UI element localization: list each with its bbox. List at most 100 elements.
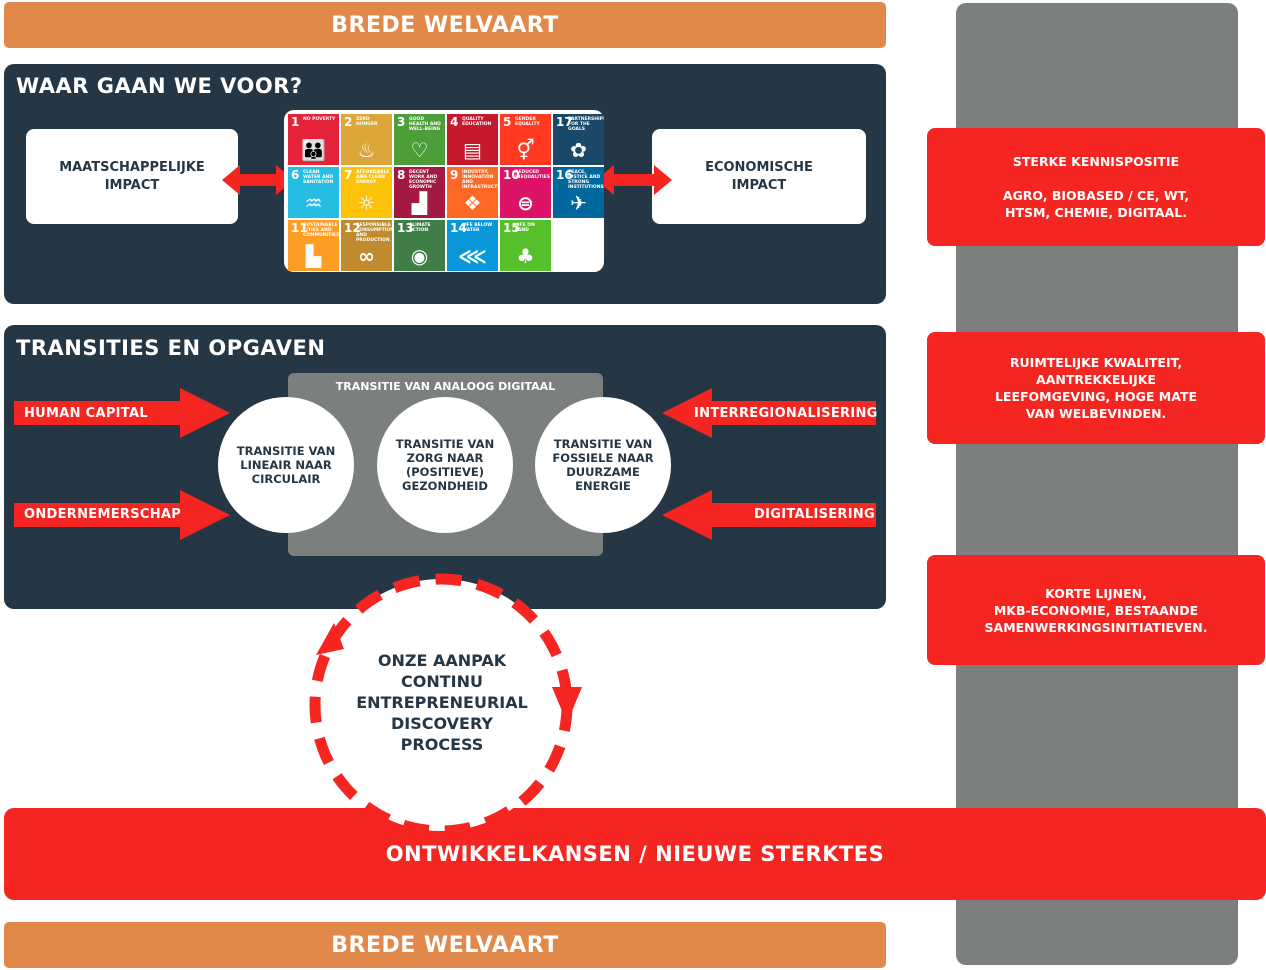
people-icon: 👪 [301, 138, 326, 162]
sdg-label: PEACE, JUSTICE AND STRONG INSTITUTIONS [568, 170, 604, 190]
opportunities-bar: ONTWIKKELKANSEN / NIEUWE STERKTES [4, 808, 1266, 900]
sdg-label: RESPONSIBLE CONSUMPTION AND PRODUCTION [356, 223, 392, 243]
bottom-banner: BREDE WELVAART [4, 922, 886, 968]
eye-icon: ◉ [410, 244, 429, 268]
tree-icon: ♣ [516, 244, 535, 268]
infinity-icon: ∞ [358, 244, 375, 268]
sdg-label: PARTNERSHIPS FOR THE GOALS [568, 117, 604, 132]
arrow-human-capital [14, 388, 230, 438]
economic-impact-box: ECONOMISCHE IMPACT [652, 129, 866, 224]
goals-panel-title: WAAR GAAN WE VOOR? [16, 74, 303, 98]
sdg-label: NO POVERTY [303, 117, 336, 122]
cubes-icon: ❖ [463, 191, 482, 215]
double-arrow-left [222, 165, 294, 195]
approach-line-5: PROCESS [400, 735, 484, 754]
growth-chart-icon: ▟ [411, 191, 428, 215]
short-lines-line-1: KORTE LIJNEN, [1045, 585, 1147, 601]
sdg-number: 14 [450, 221, 467, 235]
sdg-label: QUALITY EDUCATION [462, 117, 492, 127]
knowledge-position-line-3: HTSM, CHEMIE, DIGITAAL. [1005, 205, 1187, 220]
sdg-number: 6 [291, 168, 300, 182]
sdg-number: 11 [291, 221, 308, 235]
societal-impact-box: MAATSCHAPPELIJKE IMPACT [26, 129, 238, 224]
spatial-quality-box: RUIMTELIJKE KWALITEIT, AANTREKKELIJKE LE… [927, 332, 1265, 444]
circle-health-transition: TRANSITIE VAN ZORG NAAR (POSITIEVE) GEZO… [377, 397, 513, 533]
short-lines-box: KORTE LIJNEN, MKB-ECONOMIE, BESTAANDE SA… [927, 555, 1265, 665]
sdg-number: 12 [344, 221, 361, 235]
arrow-ondernemerschap [14, 490, 230, 540]
label-human-capital: HUMAN CAPITAL [24, 406, 148, 421]
heartbeat-icon: ♡ [410, 138, 429, 162]
approach-line-2: CONTINU [401, 672, 483, 691]
label-interregionalisering: INTERREGIONALISERING [694, 406, 878, 421]
approach-line-3: ENTREPRENEURIAL [356, 693, 528, 712]
sun-icon: ☼ [357, 191, 376, 215]
rings-icon: ✿ [570, 138, 587, 162]
sdg-number: 9 [450, 168, 459, 182]
approach-text: ONZE AANPAK CONTINU ENTREPRENEURIAL DISC… [330, 650, 554, 755]
label-ondernemerschap: ONDERNEMERSCHAP [24, 507, 182, 522]
double-arrow-right [596, 165, 672, 195]
sdg-label: CLEAN WATER AND SANITATION [303, 170, 334, 185]
dove-icon: ✈ [570, 191, 587, 215]
knowledge-position-title: STERKE KENNISPOSITIE [1012, 154, 1180, 169]
sdg-number: 13 [397, 221, 414, 235]
knowledge-position-line-2: AGRO, BIOBASED / CE, WT, [1002, 188, 1190, 203]
fish-icon: ⋘ [458, 244, 487, 268]
sdg-number: 10 [503, 168, 520, 182]
circle-energy-transition: TRANSITIE VAN FOSSIELE NAAR DUURZAME ENE… [535, 397, 671, 533]
bowl-icon: ♨ [357, 138, 376, 162]
spatial-quality-line-1: RUIMTELIJKE KWALITEIT, [1009, 355, 1183, 370]
sdg-label: REDUCED INEQUALITIES [515, 170, 550, 180]
sdg-label: LIFE ON LAND [515, 223, 535, 233]
sdg-number: 16 [556, 168, 573, 182]
book-icon: ▤ [463, 138, 482, 162]
arrow-digitalisering [662, 490, 876, 540]
sdg-number: 8 [397, 168, 406, 182]
sdg-label: GOOD HEALTH AND WELL-BEING [409, 117, 441, 132]
spatial-quality-line-4: VAN WELBEVINDEN. [1025, 406, 1167, 421]
sdg-label: ZERO HUNGER [356, 117, 378, 127]
sdg-label: SUSTAINABLE CITIES AND COMMUNITIES [303, 223, 339, 238]
spatial-quality-line-2: AANTREKKELIJKE [1036, 372, 1156, 387]
transitions-panel-title: TRANSITIES EN OPGAVEN [16, 336, 326, 360]
gender-icon: ⚥ [516, 138, 535, 162]
circle-circular-transition: TRANSITIE VAN LINEAIR NAAR CIRCULAIR [218, 397, 354, 533]
city-icon: ▙ [305, 244, 322, 268]
approach-line-4: DISCOVERY [390, 714, 493, 733]
water-icon: ♒ [304, 191, 323, 215]
equal-icon: ⊜ [517, 191, 534, 215]
sdg-number: 4 [450, 115, 459, 129]
spatial-quality-line-3: LEEFOMGEVING, HOGE MATE [994, 389, 1198, 404]
arrow-interregionalisering [662, 388, 876, 438]
digital-transition-title: TRANSITIE VAN ANALOOG DIGITAAL [335, 380, 556, 393]
sdg-label: DECENT WORK AND ECONOMIC GROWTH [409, 170, 438, 190]
sdg-label: INDUSTRY, INNOVATION AND INFRASTRUCTURE [462, 170, 498, 190]
sdg-label: LIFE BELOW WATER [462, 223, 493, 233]
label-digitalisering: DIGITALISERING [754, 507, 876, 522]
sdg-number: 17 [556, 115, 573, 129]
sdg-number: 7 [344, 168, 353, 182]
short-lines-line-2: MKB-ECONOMIE, BESTAANDE [993, 602, 1199, 618]
sdg-number: 1 [291, 115, 300, 129]
sdg-number: 3 [397, 115, 406, 129]
short-lines-line-3: SAMENWERKINGSINITIATIEVEN. [984, 619, 1208, 635]
sdg-label: CLIMATE ACTION [409, 223, 431, 233]
